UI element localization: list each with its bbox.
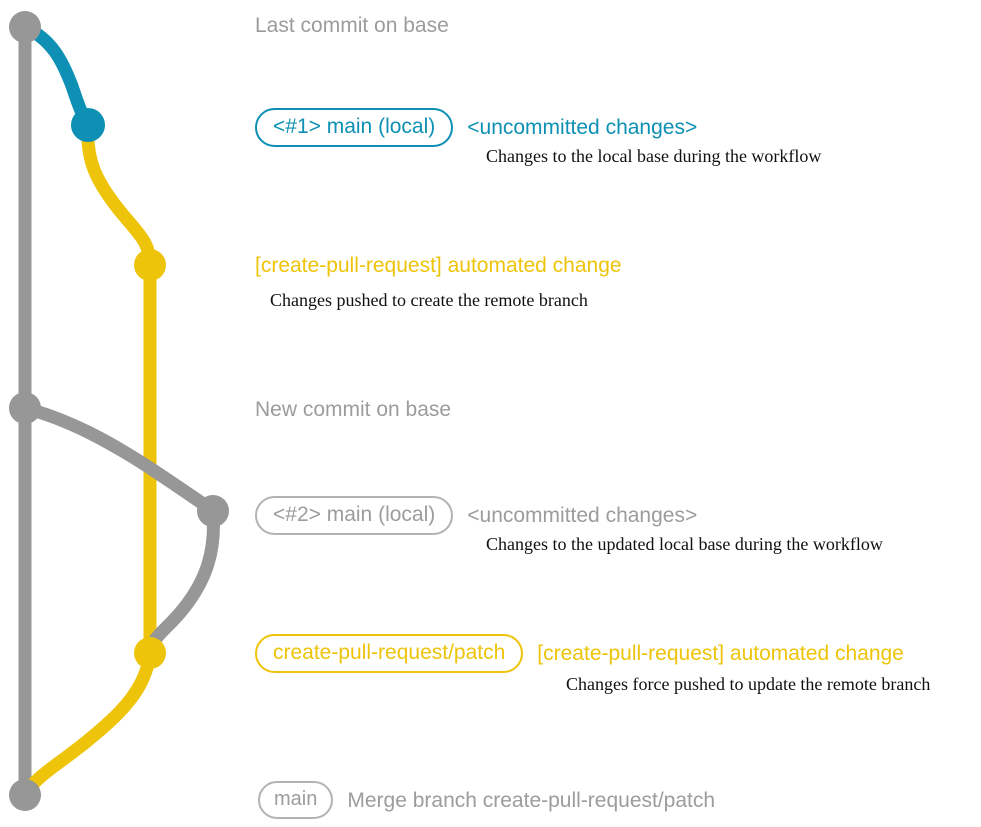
row-local-uncommitted-2: <#2> main (local) <uncommitted changes> (255, 496, 697, 535)
description-automated-change-2: Changes force pushed to update the remot… (566, 674, 931, 694)
badge-local-main-2[interactable]: <#2> main (local) (255, 496, 454, 535)
commit-node-base-new-commit[interactable] (9, 392, 41, 424)
description-automated-change-1: Changes pushed to create the remote bran… (270, 290, 588, 310)
patch-to-merge-line (18, 646, 157, 802)
headline-automated-change-2: [create-pull-request] automated change (537, 642, 904, 665)
row-merge-branch: main Merge branch create-pull-request/pa… (258, 781, 715, 819)
badge-create-pull-request-patch[interactable]: create-pull-request/patch (255, 634, 524, 673)
patch-branch-line-upper (81, 118, 157, 272)
local-branch-line-gray (18, 401, 220, 518)
description-local-uncommitted-2: Changes to the updated local base during… (486, 534, 883, 554)
commit-node-local-commit-1[interactable] (71, 108, 105, 142)
commit-node-local-commit-2[interactable] (197, 495, 229, 527)
row-local-uncommitted-1: <#1> main (local) <uncommitted changes> (255, 108, 697, 147)
row-automated-change-1: [create-pull-request] automated change (255, 255, 622, 276)
badge-main[interactable]: main (258, 781, 334, 819)
headline-uncommitted-changes-1: <uncommitted changes> (467, 116, 698, 139)
local-to-patch-line-gray (143, 504, 220, 660)
caption-last-commit-on-base: Last commit on base (255, 14, 449, 37)
caption-new-commit-on-base: New commit on base (255, 398, 452, 421)
badge-local-main-1[interactable]: <#1> main (local) (255, 108, 454, 147)
commit-node-base-head[interactable] (9, 11, 41, 43)
commit-node-patch-commit-2[interactable] (134, 637, 166, 669)
headline-automated-change-1: [create-pull-request] automated change (255, 254, 622, 277)
description-local-uncommitted-1: Changes to the local base during the wor… (486, 146, 822, 166)
headline-merge-branch: Merge branch create-pull-request/patch (347, 788, 716, 812)
headline-uncommitted-changes-2: <uncommitted changes> (467, 504, 698, 527)
commit-node-patch-commit-1[interactable] (134, 249, 166, 281)
row-automated-change-2: create-pull-request/patch [create-pull-r… (255, 634, 904, 673)
commit-node-merge-commit[interactable] (9, 779, 41, 811)
